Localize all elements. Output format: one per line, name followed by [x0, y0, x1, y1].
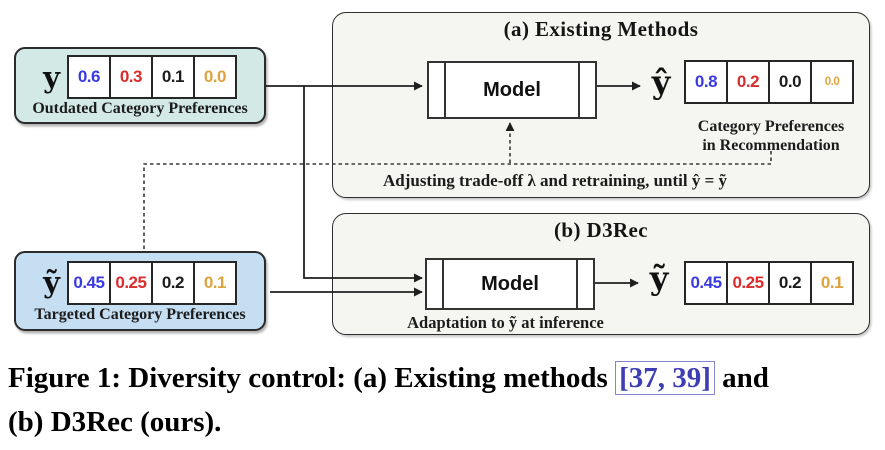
- preference-cells: 0.6 0.3 0.1 0.0: [66, 55, 237, 99]
- targeted-preferences-label: Targeted Category Preferences: [34, 305, 246, 323]
- panel-existing-methods: (a) Existing Methods Model ŷ 0.8 0.2 0.0…: [332, 12, 870, 198]
- vector-symbol-y-hat: ŷ: [651, 63, 671, 101]
- preference-cell: 0.2: [150, 260, 195, 305]
- model-b-box: Model: [425, 258, 595, 310]
- model-b-label: Model: [481, 272, 539, 295]
- outdated-vector: y 0.6 0.3 0.1 0.0: [43, 55, 237, 99]
- recommended-label-line2: in Recommendation: [702, 136, 840, 154]
- recommended-preference-cells: 0.8 0.2 0.0 0.0: [684, 60, 854, 104]
- d3rec-output-cells: 0.45 0.25 0.2 0.1: [684, 261, 854, 305]
- preference-cell: 0.6: [66, 55, 111, 99]
- recommended-preferences-label: Category Preferences in Recommendation: [631, 118, 885, 156]
- preference-cell: 0.2: [726, 60, 770, 104]
- figure-caption: Figure 1: Diversity control: (a) Existin…: [8, 356, 882, 444]
- panel-d3rec: (b) D3Rec Model Adaptation to ỹ at infer…: [332, 213, 870, 335]
- caption-line1-prefix: Figure 1: Diversity control: (a) Existin…: [8, 362, 616, 394]
- preference-cell: 0.8: [684, 60, 728, 104]
- preference-cells: 0.45 0.25 0.2 0.1: [66, 260, 237, 305]
- vector-symbol-y: y: [43, 59, 60, 94]
- retraining-feedback-text: Adjusting trade-off λ and retraining, un…: [382, 171, 728, 190]
- vector-symbol-y-tilde-output: ỹ: [649, 259, 669, 297]
- preference-cell: 0.45: [66, 260, 111, 305]
- targeted-preferences-box: ỹ 0.45 0.25 0.2 0.1 Targeted Category Pr…: [14, 251, 266, 331]
- preference-cell: 0.1: [192, 260, 237, 305]
- preference-cell: 0.3: [108, 55, 153, 99]
- panel-a-title: (a) Existing Methods: [503, 17, 699, 41]
- caption-line1-suffix: and: [714, 362, 769, 394]
- adaptation-note: Adaptation to ỹ at inference: [407, 313, 604, 332]
- caption-line2: (b) D3Rec (ours).: [8, 406, 222, 439]
- citation-link[interactable]: [37, 39]: [615, 361, 715, 395]
- preference-cell: 0.45: [684, 261, 728, 305]
- outdated-preferences-box: y 0.6 0.3 0.1 0.0 Outdated Category Pref…: [14, 47, 266, 124]
- preference-cell: 0.0: [192, 55, 237, 99]
- preference-cell: 0.2: [768, 261, 812, 305]
- model-a-label: Model: [483, 78, 541, 101]
- caption-line1: Figure 1: Diversity control: (a) Existin…: [8, 356, 882, 400]
- targeted-vector: ỹ 0.45 0.25 0.2 0.1: [43, 260, 237, 305]
- recommended-label-line1: Category Preferences: [697, 118, 845, 135]
- vector-symbol-y-tilde: ỹ: [43, 265, 60, 299]
- preference-cell: 0.25: [108, 260, 153, 305]
- preference-cell: 0.0: [810, 60, 854, 104]
- preference-cell: 0.25: [726, 261, 770, 305]
- preference-cell: 0.1: [810, 261, 854, 305]
- preference-cell: 0.0: [768, 60, 812, 104]
- preference-cell: 0.1: [150, 55, 195, 99]
- model-a-box: Model: [427, 61, 597, 119]
- outdated-preferences-label: Outdated Category Preferences: [32, 100, 248, 117]
- panel-b-title: (b) D3Rec: [554, 218, 648, 242]
